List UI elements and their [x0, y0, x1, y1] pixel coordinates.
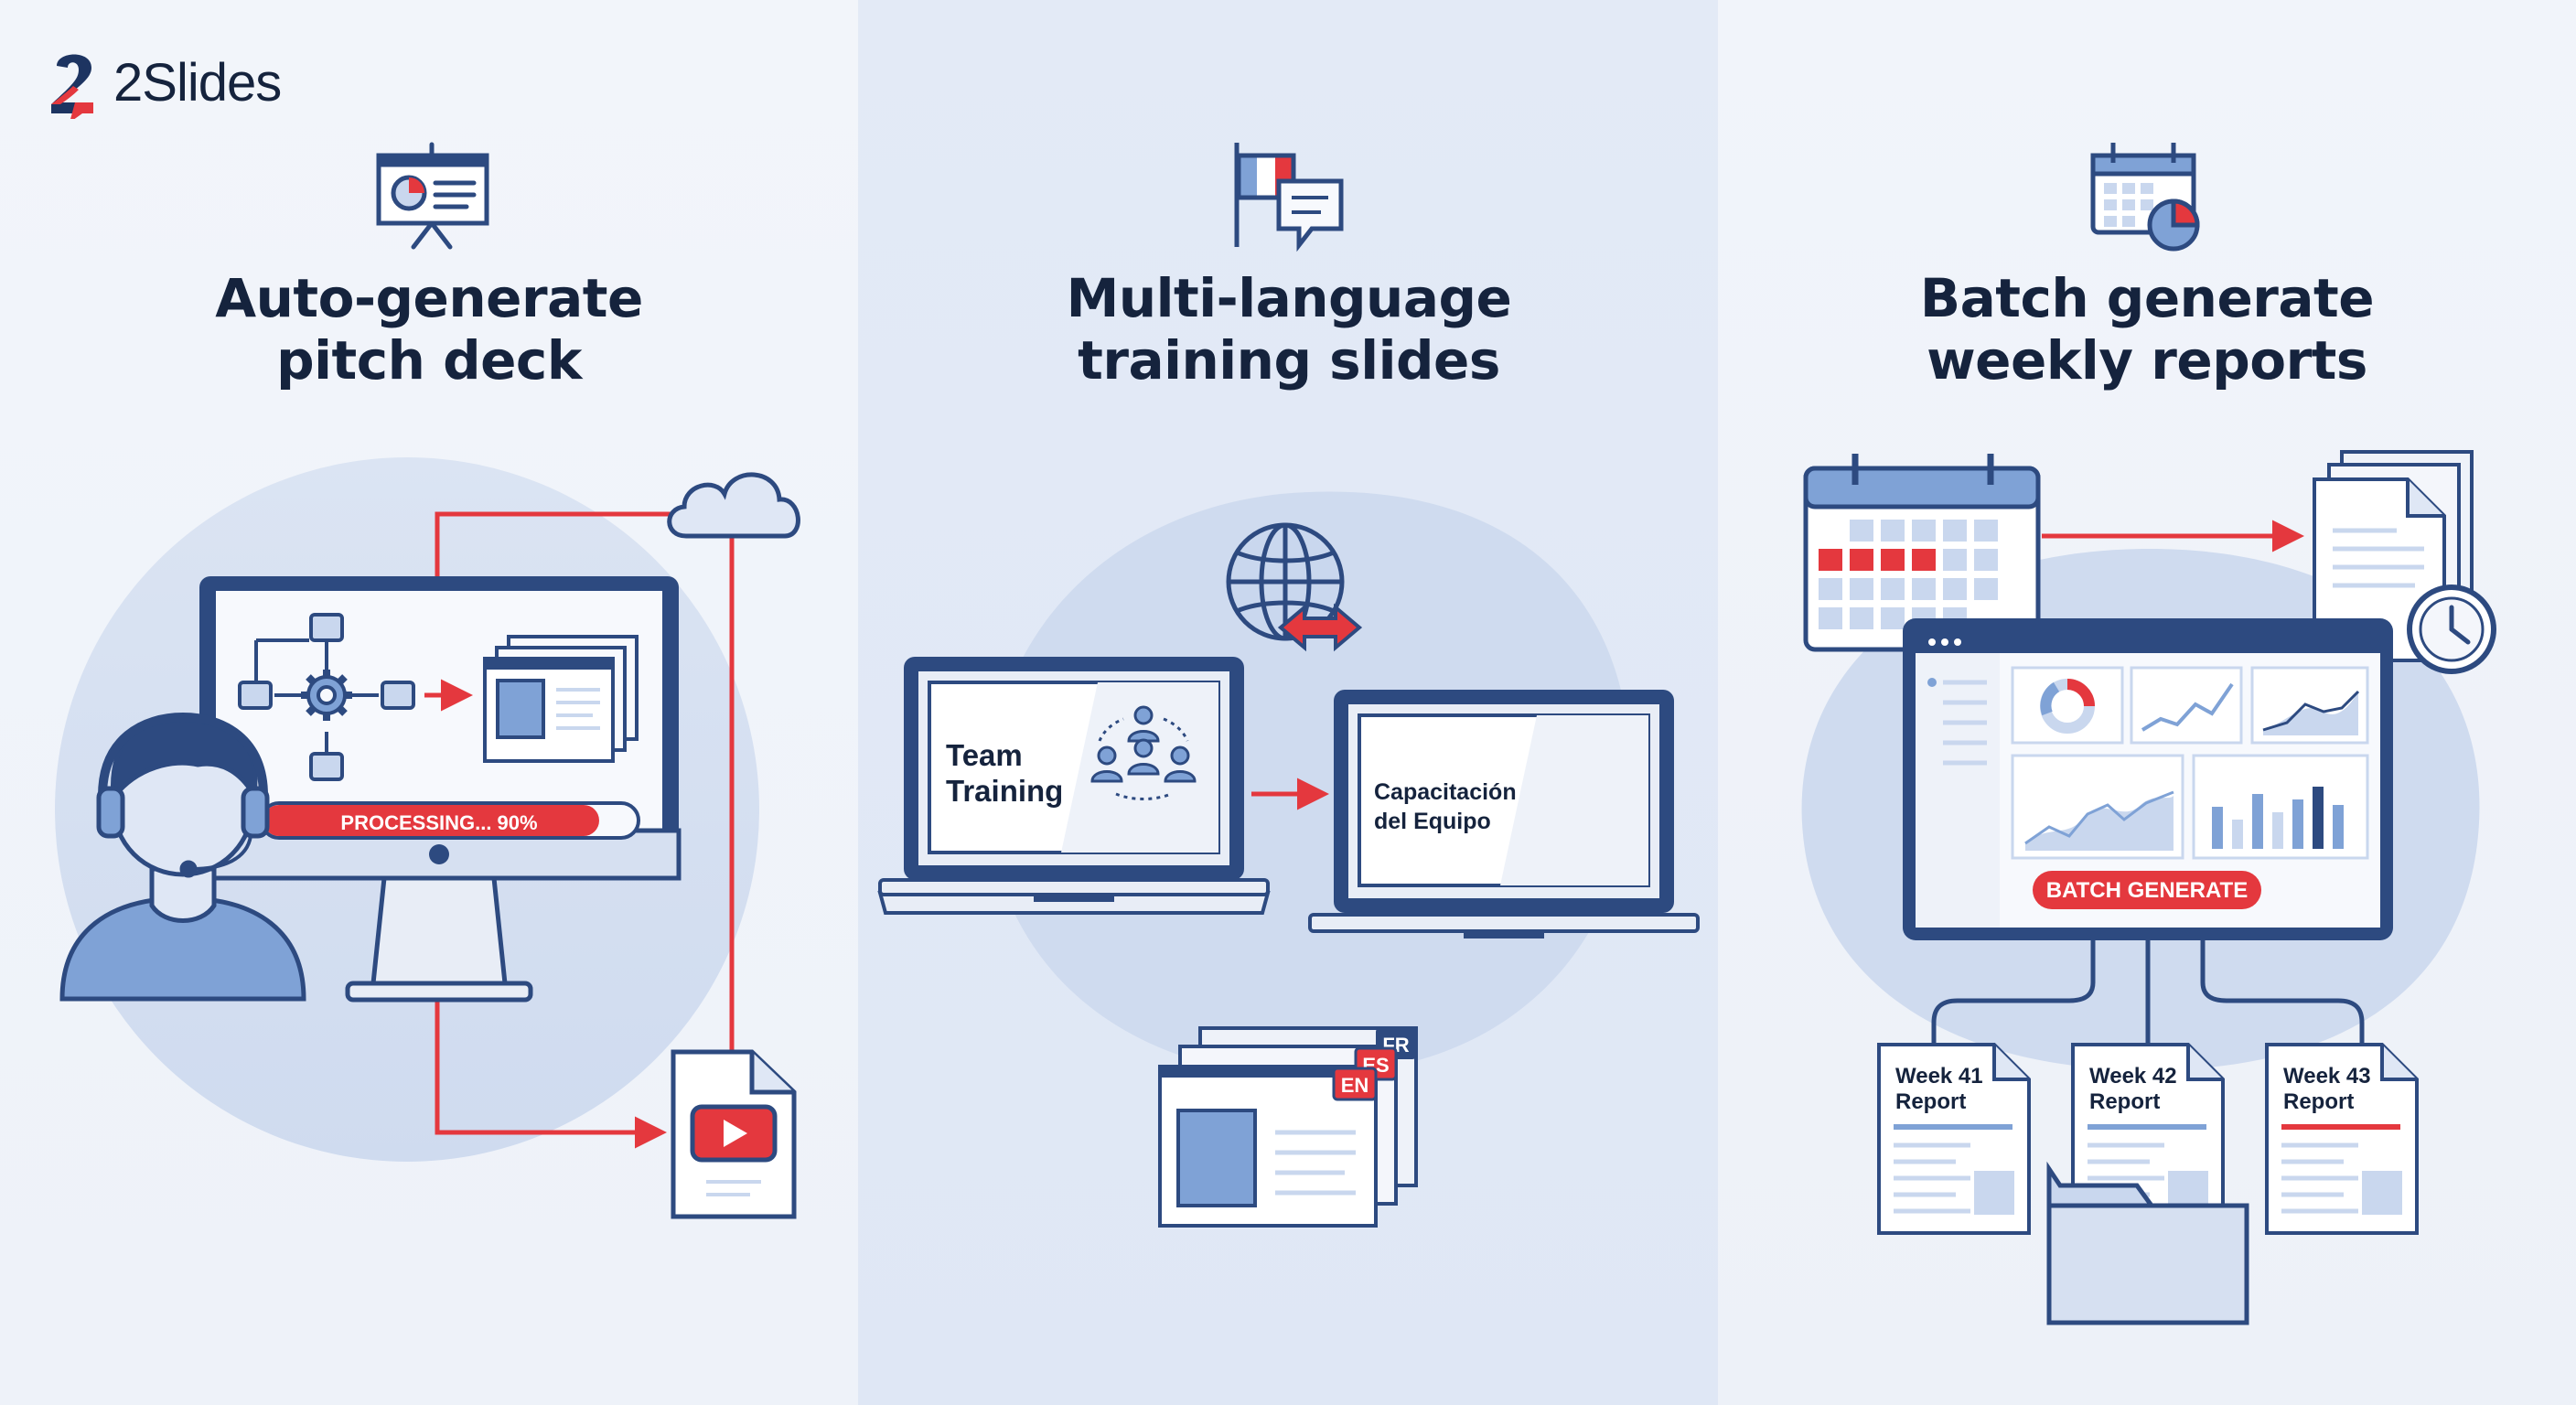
document-icon	[2313, 450, 2474, 662]
calendar-cell	[1819, 578, 1842, 600]
report-connectors	[1931, 940, 2365, 1045]
batch-generate-label: BATCH GENERATE	[2046, 878, 2248, 903]
translate-arrow-icon	[1277, 603, 1363, 652]
calendar-cell	[1881, 607, 1905, 629]
calendar-cell	[1912, 578, 1936, 600]
progress-bar	[260, 801, 640, 840]
panel1-title-line1: Auto-generate	[215, 267, 643, 329]
panel2-title: Multi-language training slides	[860, 267, 1718, 391]
calendar-cell	[1881, 520, 1905, 542]
laptop-capacitacion	[1308, 690, 1700, 938]
brand-name: 2Slides	[113, 52, 282, 113]
report-43-line1: Week 43	[2283, 1064, 2371, 1089]
panel1-title-line2: pitch deck	[276, 329, 582, 391]
panel2-title-line1: Multi-language	[1066, 267, 1512, 329]
globe-icon	[1226, 522, 1345, 641]
logo-mark-icon	[51, 54, 93, 119]
slides-icon	[483, 635, 639, 763]
calendar-cell	[1819, 607, 1842, 629]
panel3-title: Batch generate weekly reports	[1718, 267, 2576, 391]
folder-icon	[2046, 1161, 2249, 1325]
panel3-title-line1: Batch generate	[1919, 267, 2375, 329]
laptop-team-training	[877, 657, 1271, 915]
brand-logo: 2Slides	[51, 46, 282, 119]
report-41-line1: Week 41	[1895, 1064, 1983, 1089]
team-icon	[1090, 705, 1197, 800]
video-file-icon	[671, 1049, 797, 1219]
calendar-cell	[1850, 607, 1873, 629]
headset-user-icon	[59, 712, 306, 1002]
report-43-line2: Report	[2283, 1089, 2354, 1114]
calendar-cell	[1881, 578, 1905, 600]
calendar-cell	[1912, 520, 1936, 542]
laptop-left-line2: Training	[946, 774, 1063, 808]
report-document	[1877, 1043, 2031, 1235]
calendar-cell	[1819, 549, 1842, 571]
report-41-line2: Report	[1895, 1089, 1966, 1114]
calendar-cell	[1912, 549, 1936, 571]
laptop-left-line1: Team	[946, 738, 1023, 772]
panel3-illustration: BATCH GENERATE Week 41 Report Week 42 Re…	[1801, 143, 2496, 1325]
panel3-title-line2: weekly reports	[1927, 329, 2367, 391]
clock-icon	[2407, 585, 2496, 674]
progress-fill	[263, 805, 599, 836]
panel1-illustration: PROCESSING... 90%	[55, 142, 800, 1219]
panel2-illustration: Team Training Capacitación del Equipo	[877, 143, 1700, 1228]
presentation-board-icon	[376, 142, 489, 250]
cloud-icon	[667, 472, 800, 539]
panel1-title: Auto-generate pitch deck	[0, 267, 858, 391]
dashboard-icon	[1903, 618, 2393, 940]
batch-generate-button[interactable]	[2033, 871, 2261, 909]
panel2-title-line2: training slides	[1078, 329, 1500, 391]
calendar-chart-icon	[2090, 143, 2200, 252]
calendar-cell	[1943, 549, 1967, 571]
report-document	[2265, 1043, 2419, 1235]
language-tags: FR ES EN	[1332, 1028, 1416, 1101]
flag-chat-icon	[1234, 143, 1344, 252]
calendar-cell	[1943, 520, 1967, 542]
laptop-right-line1: Capacitación	[1374, 779, 1517, 805]
workflow-icon	[238, 613, 415, 781]
tag-en: EN	[1341, 1074, 1369, 1097]
calendar-cell	[1850, 549, 1873, 571]
report-42-line1: Week 42	[2089, 1064, 2177, 1089]
calendar-cell	[1881, 549, 1905, 571]
calendar-cell	[1850, 520, 1873, 542]
laptop-right-line2: del Equipo	[1374, 809, 1491, 834]
calendar-cell	[1850, 578, 1873, 600]
calendar-grid	[1819, 520, 1998, 629]
flow-lines	[435, 511, 735, 1149]
gear-icon	[301, 670, 352, 721]
report-42-line2: Report	[2089, 1089, 2160, 1114]
calendar-cell	[1943, 578, 1967, 600]
progress-label: PROCESSING... 90%	[340, 811, 537, 834]
